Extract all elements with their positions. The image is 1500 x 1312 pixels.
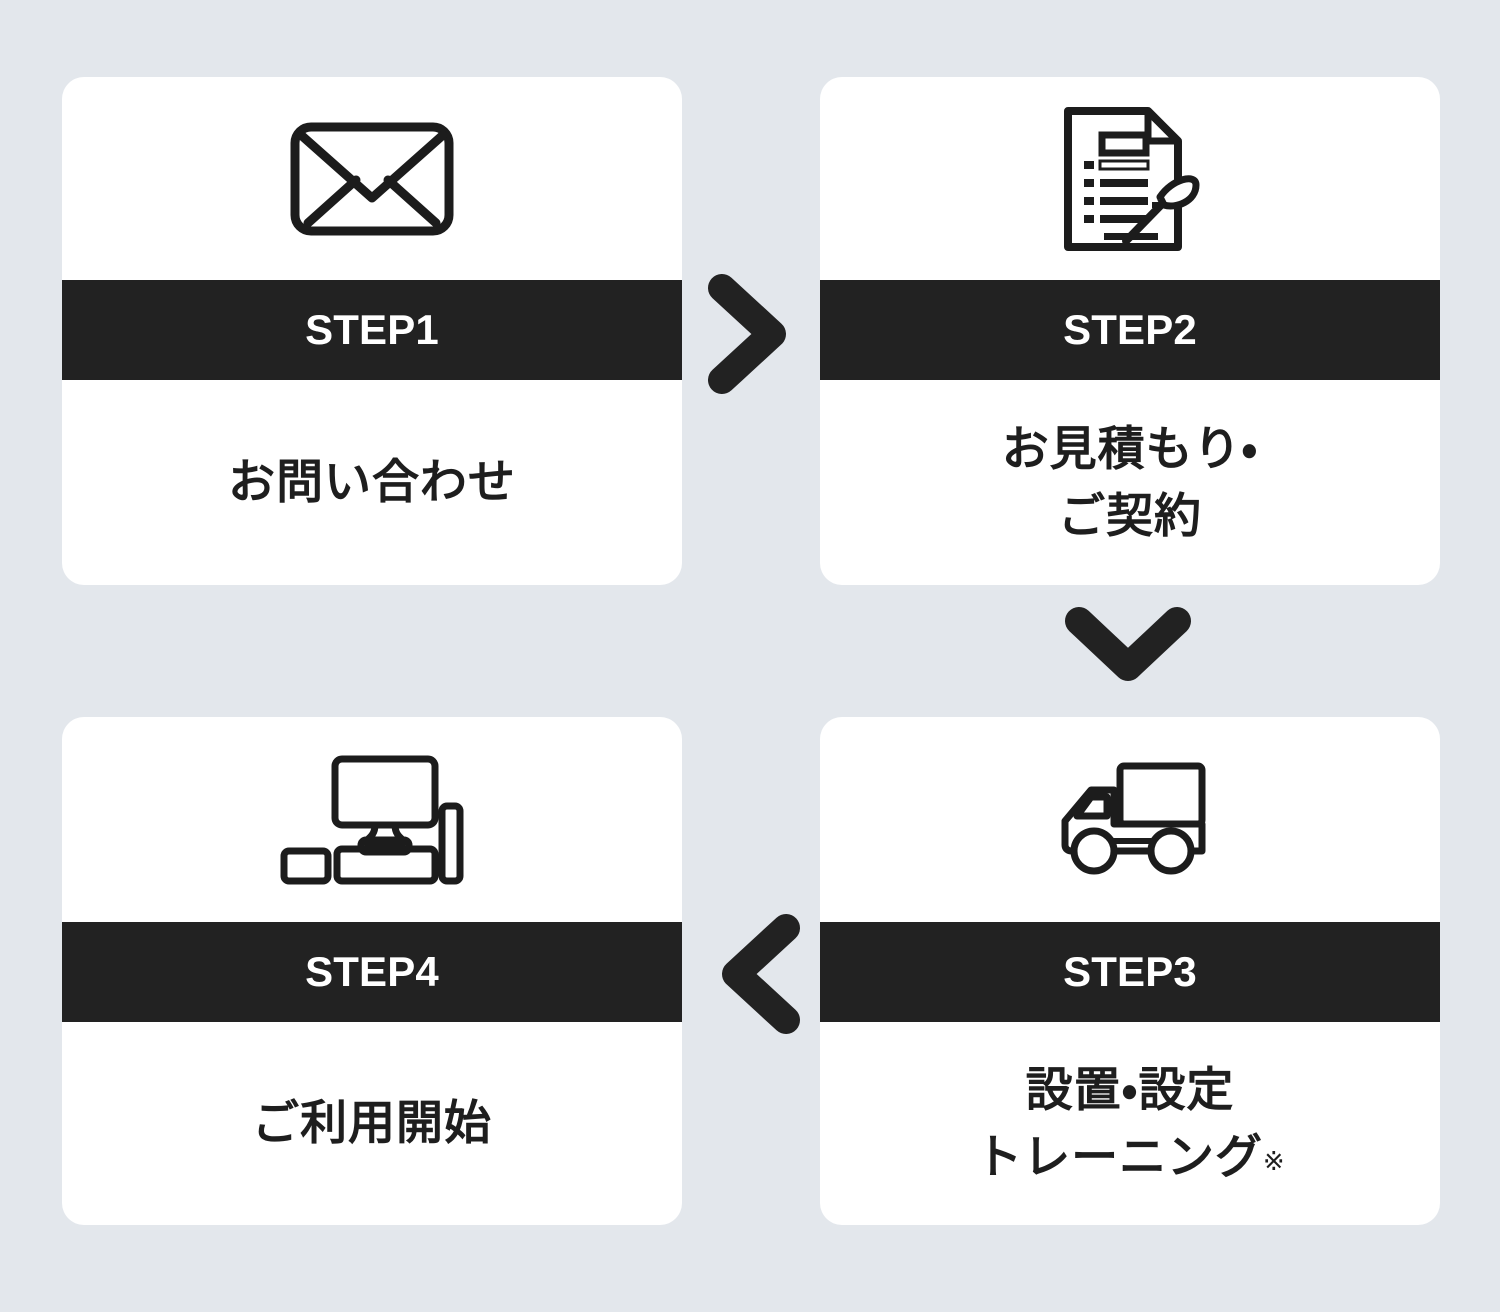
step3-title-note: ※: [1262, 1145, 1285, 1176]
step1-band-label: STEP1: [305, 306, 439, 353]
step1-icon-area: [62, 77, 682, 280]
step2-body: お見積もり・ ご契約: [820, 380, 1440, 585]
step4-band-label: STEP4: [305, 948, 439, 995]
step3-title-line1: 設置・設定: [1025, 1062, 1235, 1116]
step3-body: 設置・設定 トレーニング※: [820, 1022, 1440, 1225]
step3-band: STEP3: [820, 922, 1440, 1022]
step2-title-line2: ご契約: [1058, 488, 1202, 542]
step3-icon-area: [820, 717, 1440, 922]
chevron-right-icon: [700, 272, 796, 396]
step4-body: ご利用開始: [62, 1022, 682, 1225]
step1-band: STEP1: [62, 280, 682, 380]
step3-title-line2: トレーニング※: [975, 1124, 1284, 1191]
step-card-step4: STEP4 ご利用開始: [62, 717, 682, 1225]
monitor-av-setup-icon: [279, 754, 465, 886]
chevron-down-icon: [1062, 604, 1194, 686]
step4-band: STEP4: [62, 922, 682, 1022]
step2-title: お見積もり・ ご契約: [1002, 416, 1259, 549]
step3-title-line2-text: トレーニング: [975, 1129, 1263, 1183]
step-card-step2: STEP2 お見積もり・ ご契約: [820, 77, 1440, 585]
delivery-truck-icon: [1051, 761, 1209, 879]
step-card-step3: STEP3 設置・設定 トレーニング※: [820, 717, 1440, 1225]
step2-title-line1: お見積もり・: [1001, 421, 1259, 475]
envelope-icon: [290, 122, 454, 236]
step1-body: お問い合わせ: [62, 380, 682, 585]
chevron-left-icon: [712, 912, 808, 1036]
step3-band-label: STEP3: [1063, 948, 1197, 995]
step2-band: STEP2: [820, 280, 1440, 380]
step3-title: 設置・設定 トレーニング※: [975, 1057, 1284, 1190]
step4-icon-area: [62, 717, 682, 922]
step2-icon-area: [820, 77, 1440, 280]
document-signature-icon: [1060, 105, 1200, 253]
step2-band-label: STEP2: [1063, 306, 1197, 353]
step1-title: お問い合わせ: [228, 455, 516, 509]
step-card-step1: STEP1 お問い合わせ: [62, 77, 682, 585]
step4-title: ご利用開始: [252, 1096, 492, 1150]
